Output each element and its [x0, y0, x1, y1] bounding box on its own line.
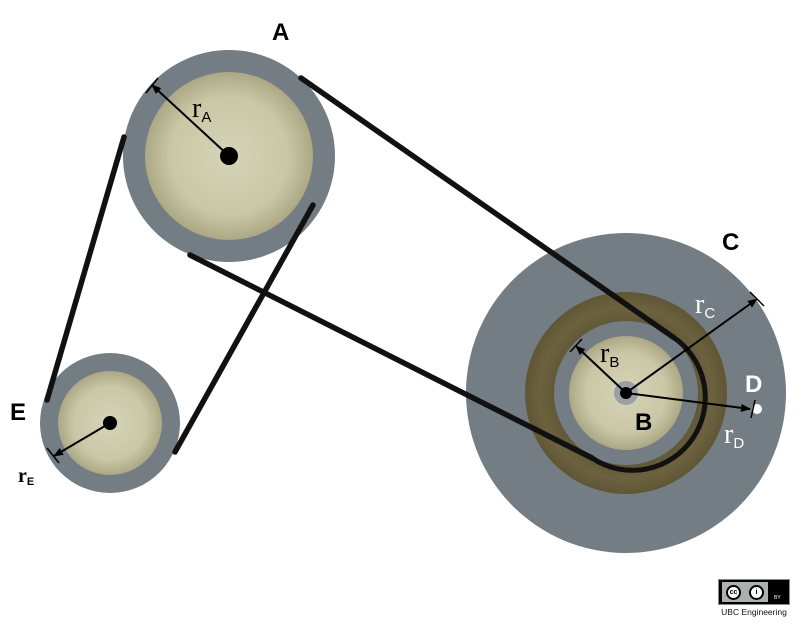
radius-e-label: rE: [18, 465, 34, 488]
radius-c-label: rC: [695, 289, 715, 322]
radius-c-arrow: [625, 298, 758, 394]
label-d: D: [745, 371, 762, 398]
radius-b-tick: [569, 338, 583, 353]
organization-label: UBC Engineering: [721, 607, 787, 617]
label-b: B: [635, 409, 652, 436]
radius-c-tick: [749, 291, 765, 307]
point-d: [752, 404, 762, 414]
label-c: C: [722, 229, 739, 256]
belt-wrap-b: [590, 334, 708, 473]
radius-a-arrow: [151, 84, 230, 157]
radius-e-tick: [46, 447, 60, 464]
radius-d-label: rD: [724, 419, 744, 452]
belt-a-b-upper: [298, 75, 676, 340]
cc-by-badge: cc i BY: [718, 579, 790, 605]
radius-e-arrow: [53, 422, 111, 457]
belt-a-b-lower: [187, 252, 595, 461]
license-badge: cc i BY UBC Engineering: [718, 579, 790, 617]
radius-b-label: rB: [600, 338, 619, 371]
by-label: BY: [774, 595, 781, 601]
cc-icon: cc: [726, 584, 741, 600]
radius-a-tick: [145, 77, 159, 94]
label-a: A: [272, 19, 289, 46]
label-e: E: [10, 399, 26, 426]
belt-a-e-left: [44, 134, 127, 403]
belt-a-e-right: [172, 202, 316, 455]
attribution-icon: i: [749, 584, 764, 600]
belts: [44, 75, 676, 461]
radius-d-arrow: [625, 392, 751, 412]
radius-a-label: rA: [192, 93, 211, 126]
radius-d-tick: [750, 399, 756, 419]
radius-b-arrow: [575, 345, 627, 394]
cc-badge-box: cc i: [722, 582, 768, 602]
